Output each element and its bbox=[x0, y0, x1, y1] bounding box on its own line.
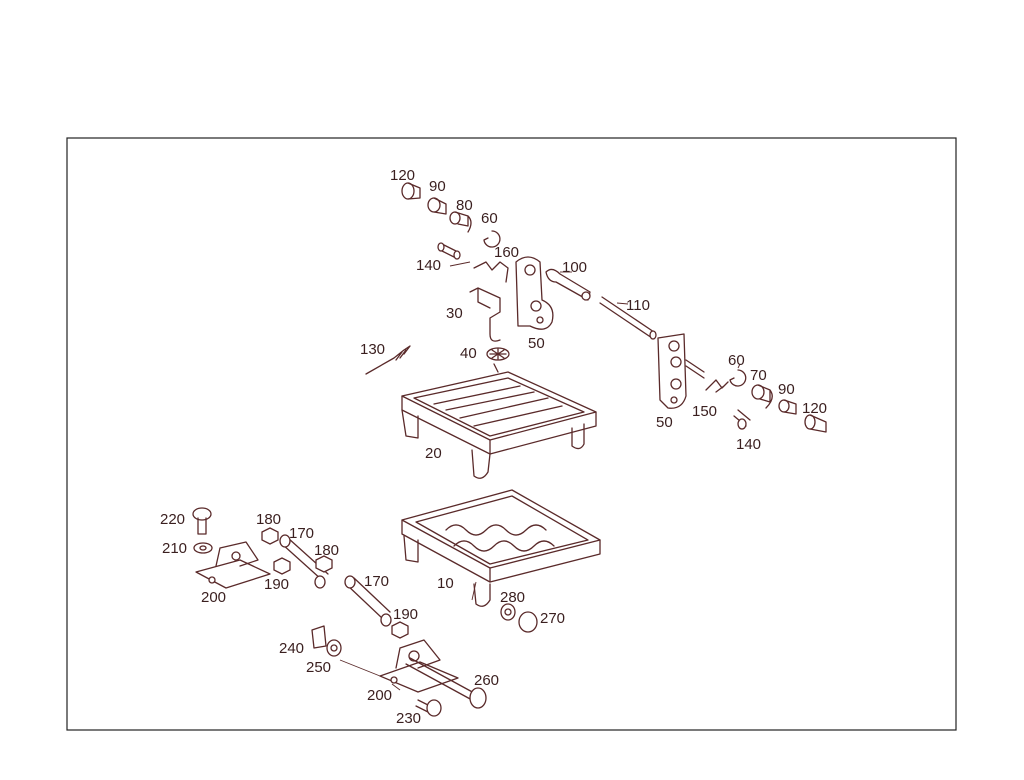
label-280: 280 bbox=[500, 589, 525, 606]
part-140-upper-pin[interactable] bbox=[437, 242, 461, 260]
part-20-upper-seat-frame[interactable] bbox=[401, 363, 597, 479]
part-200-left-mount-bracket[interactable] bbox=[195, 541, 271, 589]
part-170-right-gas-strut[interactable] bbox=[344, 575, 392, 627]
label-190-right: 190 bbox=[393, 606, 418, 623]
label-180-upper: 180 bbox=[256, 511, 281, 528]
part-180-lower-nut[interactable] bbox=[315, 555, 333, 573]
label-150: 150 bbox=[692, 403, 717, 420]
label-50-right: 50 bbox=[656, 414, 673, 431]
label-120-upper: 120 bbox=[390, 167, 415, 184]
label-220: 220 bbox=[160, 511, 185, 528]
part-80-spring-bushing[interactable] bbox=[449, 211, 472, 233]
label-10: 10 bbox=[437, 575, 454, 592]
part-60-upper-clip[interactable] bbox=[483, 230, 501, 248]
label-50-left: 50 bbox=[528, 335, 545, 352]
part-210-washer[interactable] bbox=[193, 542, 213, 554]
part-260-axle-pin[interactable] bbox=[405, 657, 487, 709]
label-190-left: 190 bbox=[264, 576, 289, 593]
label-80: 80 bbox=[456, 197, 473, 214]
label-100: 100 bbox=[562, 259, 587, 276]
label-240: 240 bbox=[279, 640, 304, 657]
part-60-right-clip[interactable] bbox=[729, 369, 747, 387]
part-190-left-nut[interactable] bbox=[273, 557, 291, 575]
part-90-upper-bushing[interactable] bbox=[427, 197, 447, 215]
part-70-spring-bushing[interactable] bbox=[751, 384, 773, 409]
part-10-lower-seat-frame[interactable] bbox=[401, 489, 601, 607]
part-50-left-hinge-plate[interactable] bbox=[515, 256, 554, 330]
label-130: 130 bbox=[360, 341, 385, 358]
label-260: 260 bbox=[474, 672, 499, 689]
label-70: 70 bbox=[750, 367, 767, 384]
label-40: 40 bbox=[460, 345, 477, 362]
part-30-bracket[interactable] bbox=[469, 287, 501, 342]
part-140-right-pin[interactable] bbox=[733, 409, 751, 430]
part-130-screw[interactable] bbox=[365, 345, 411, 375]
label-60-upper: 60 bbox=[481, 210, 498, 227]
label-270: 270 bbox=[540, 610, 565, 627]
label-200-left: 200 bbox=[201, 589, 226, 606]
part-90-right-bushing[interactable] bbox=[778, 399, 797, 415]
label-140-upper: 140 bbox=[416, 257, 441, 274]
label-20: 20 bbox=[425, 445, 442, 462]
label-140-right: 140 bbox=[736, 436, 761, 453]
label-60-right: 60 bbox=[728, 352, 745, 369]
part-120-upper-bolt[interactable] bbox=[401, 182, 421, 200]
part-110-shaft[interactable] bbox=[599, 296, 657, 340]
part-220-bolt[interactable] bbox=[192, 507, 212, 535]
label-90-right: 90 bbox=[778, 381, 795, 398]
part-50-right-hinge-plate[interactable] bbox=[657, 333, 687, 409]
leader-lines bbox=[339, 261, 741, 691]
label-110: 110 bbox=[626, 297, 650, 314]
part-270-cap[interactable] bbox=[518, 611, 538, 633]
label-200-right: 200 bbox=[367, 687, 392, 704]
part-40-gear[interactable] bbox=[486, 347, 510, 361]
label-120-right: 120 bbox=[802, 400, 827, 417]
label-180-lower: 180 bbox=[314, 542, 339, 559]
part-190-right-nut[interactable] bbox=[391, 621, 409, 639]
part-250-washer[interactable] bbox=[326, 639, 342, 657]
label-90-upper: 90 bbox=[429, 178, 446, 195]
label-170-left: 170 bbox=[289, 525, 314, 542]
label-210: 210 bbox=[162, 540, 187, 557]
label-160: 160 bbox=[494, 244, 519, 261]
part-number-labels: 120 90 80 60 160 140 100 110 30 50 130 4… bbox=[160, 167, 827, 727]
diagram-border bbox=[66, 137, 957, 731]
label-250: 250 bbox=[306, 659, 331, 676]
label-230: 230 bbox=[396, 710, 421, 727]
part-280-washer[interactable] bbox=[500, 603, 516, 621]
part-160-spring[interactable] bbox=[473, 261, 509, 283]
part-120-right-bolt[interactable] bbox=[804, 414, 827, 433]
part-180-upper-nut[interactable] bbox=[261, 527, 279, 545]
part-240-clip[interactable] bbox=[311, 625, 327, 649]
part-230-bolt[interactable] bbox=[415, 699, 442, 717]
label-30: 30 bbox=[446, 305, 463, 322]
part-right-stud[interactable] bbox=[685, 359, 705, 379]
label-170-right: 170 bbox=[364, 573, 389, 590]
part-200-right-mount-bracket[interactable] bbox=[379, 639, 459, 693]
part-100-lever[interactable] bbox=[545, 268, 591, 301]
part-150-spring[interactable] bbox=[705, 379, 729, 393]
